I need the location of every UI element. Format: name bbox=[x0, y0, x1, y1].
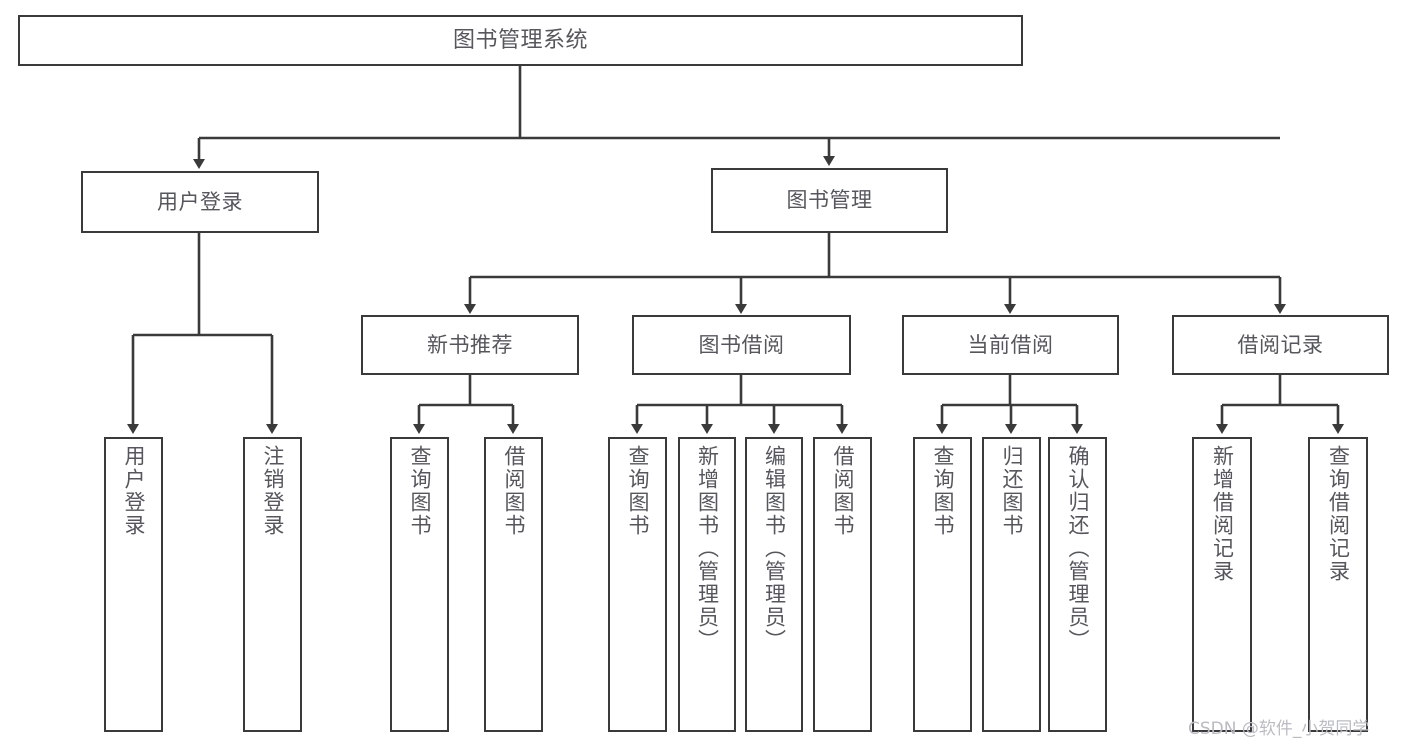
node-label: 图书借阅 bbox=[698, 332, 785, 357]
node-label: 当前借阅 bbox=[967, 332, 1054, 357]
node-label: 归还图书 bbox=[1000, 445, 1024, 537]
node-label: 查询图书 bbox=[626, 445, 650, 537]
leaf-borrow-book-recommend[interactable]: 借阅图书 bbox=[484, 437, 543, 732]
leaf-add-book-admin[interactable]: 新增图书（管理员） bbox=[678, 437, 736, 732]
csdn-watermark: CSDN @软件_小贺同学 bbox=[1188, 719, 1370, 739]
node-label: 用户登录 bbox=[122, 445, 146, 537]
leaf-query-book-current[interactable]: 查询图书 bbox=[913, 437, 972, 732]
node-root-system[interactable]: 图书管理系统 bbox=[18, 15, 1023, 66]
leaf-confirm-return-admin[interactable]: 确认归还（管理员） bbox=[1048, 437, 1107, 732]
node-label: 查询借阅记录 bbox=[1326, 445, 1351, 583]
node-label: 借阅图书 bbox=[502, 445, 526, 537]
leaf-query-book[interactable]: 查询图书 bbox=[608, 437, 667, 732]
leaf-return-book[interactable]: 归还图书 bbox=[982, 437, 1041, 732]
leaf-query-book-recommend[interactable]: 查询图书 bbox=[390, 437, 449, 732]
node-current-borrow[interactable]: 当前借阅 bbox=[902, 315, 1119, 375]
leaf-borrow-book[interactable]: 借阅图书 bbox=[813, 437, 872, 732]
leaf-query-borrow-record[interactable]: 查询借阅记录 bbox=[1308, 437, 1368, 732]
node-borrow-record[interactable]: 借阅记录 bbox=[1172, 315, 1389, 375]
leaf-user-login[interactable]: 用户登录 bbox=[104, 437, 163, 732]
node-new-book-recommend[interactable]: 新书推荐 bbox=[361, 315, 579, 375]
leaf-logout[interactable]: 注销登录 bbox=[243, 437, 302, 732]
node-label: 编辑图书（管理员） bbox=[762, 445, 787, 652]
node-user-login[interactable]: 用户登录 bbox=[81, 171, 319, 233]
node-book-borrow[interactable]: 图书借阅 bbox=[632, 315, 851, 375]
leaf-add-borrow-record[interactable]: 新增借阅记录 bbox=[1192, 437, 1252, 732]
node-label: 确认归还（管理员） bbox=[1066, 445, 1090, 652]
node-label: 用户登录 bbox=[157, 189, 243, 214]
node-book-management[interactable]: 图书管理 bbox=[711, 168, 948, 233]
node-label: 查询图书 bbox=[408, 445, 432, 537]
node-label: 借阅图书 bbox=[831, 445, 855, 537]
node-label: 图书管理 bbox=[786, 188, 873, 213]
node-label: 新增图书（管理员） bbox=[695, 445, 720, 652]
node-label: 借阅记录 bbox=[1237, 332, 1324, 357]
node-label: 查询图书 bbox=[931, 445, 955, 537]
node-label: 新书推荐 bbox=[427, 332, 513, 357]
node-label: 注销登录 bbox=[261, 445, 285, 537]
node-label: 新增借阅记录 bbox=[1210, 445, 1235, 583]
leaf-edit-book-admin[interactable]: 编辑图书（管理员） bbox=[745, 437, 803, 732]
node-label: 图书管理系统 bbox=[452, 27, 588, 53]
